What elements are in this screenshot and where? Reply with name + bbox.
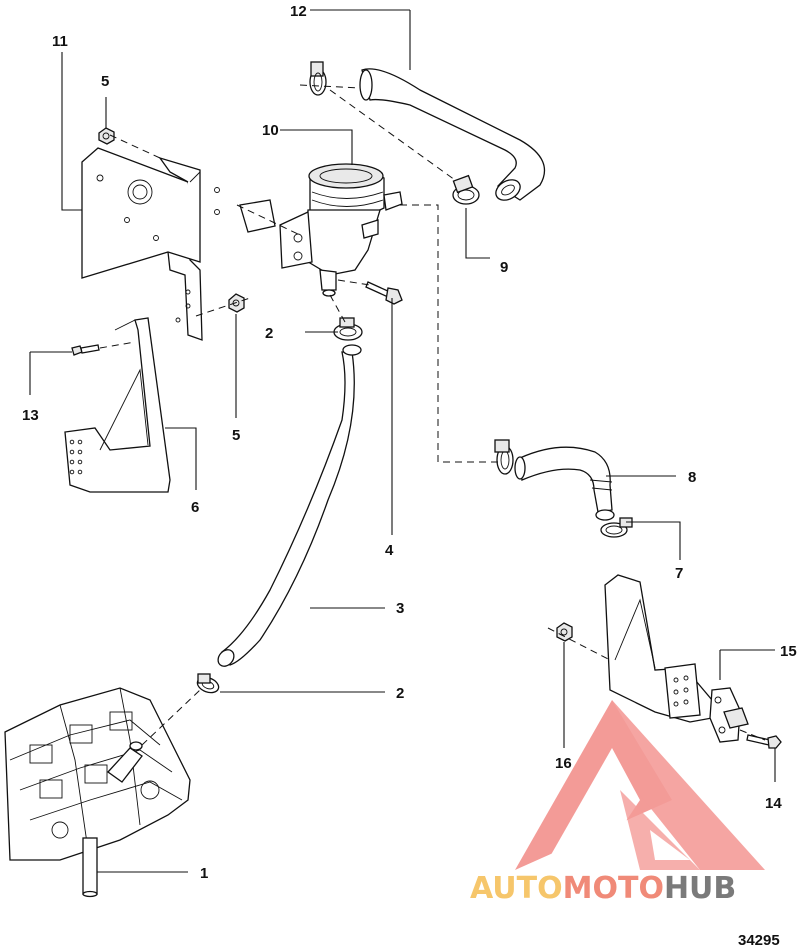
watermark-text: AUTOMOTOHUB — [470, 871, 736, 906]
callout-5-top: 5 — [101, 73, 109, 90]
callout-7: 7 — [675, 565, 683, 582]
clamp-7 — [600, 517, 633, 538]
hose-3 — [217, 344, 362, 667]
hose-8 — [514, 446, 615, 521]
bracket-11 — [81, 147, 220, 341]
callout-3: 3 — [396, 600, 404, 617]
engine-block — [4, 687, 191, 898]
callout-10: 10 — [262, 122, 279, 139]
watermark-moto: MOTO — [563, 871, 664, 906]
callout-12: 12 — [290, 3, 307, 20]
bracket-6 — [64, 317, 171, 493]
callout-5-right: 5 — [232, 427, 240, 444]
callout-13: 13 — [22, 407, 39, 424]
clamp-2-lower — [196, 673, 220, 694]
nut-16 — [556, 622, 573, 642]
clamp-2-upper — [333, 317, 363, 341]
callout-15: 15 — [780, 643, 797, 660]
callout-6: 6 — [191, 499, 199, 516]
watermark-logo — [515, 700, 765, 870]
bracket-15 — [604, 574, 749, 743]
bolt-4 — [365, 281, 403, 305]
watermark-hub: HUB — [664, 871, 736, 906]
callout-labels: 1 2 2 3 4 5 5 6 7 8 9 10 11 12 13 14 15 … — [22, 3, 797, 882]
callout-2-upper: 2 — [265, 325, 273, 342]
hose-12 — [359, 68, 546, 201]
callout-8: 8 — [688, 469, 696, 486]
figure-number: 34295 — [738, 932, 780, 949]
callout-2-lower: 2 — [396, 685, 404, 702]
clamp-12-top — [309, 61, 327, 96]
clamp-9 — [452, 174, 480, 205]
svg-text:AUTOMOTOHUB: AUTOMOTOHUB — [470, 871, 736, 906]
callout-1: 1 — [200, 865, 208, 882]
leader-lines — [29, 9, 776, 873]
bolt-13 — [71, 344, 100, 356]
watermark-auto: AUTO — [470, 871, 563, 906]
clamp-8-left — [494, 439, 514, 475]
callout-16: 16 — [555, 755, 572, 772]
callout-14: 14 — [765, 795, 782, 812]
callout-11: 11 — [52, 33, 68, 50]
bolt-14 — [746, 734, 782, 749]
valve-10 — [239, 163, 403, 297]
assembly-lines — [99, 84, 766, 746]
callout-4: 4 — [385, 542, 394, 559]
callout-9: 9 — [500, 259, 508, 276]
